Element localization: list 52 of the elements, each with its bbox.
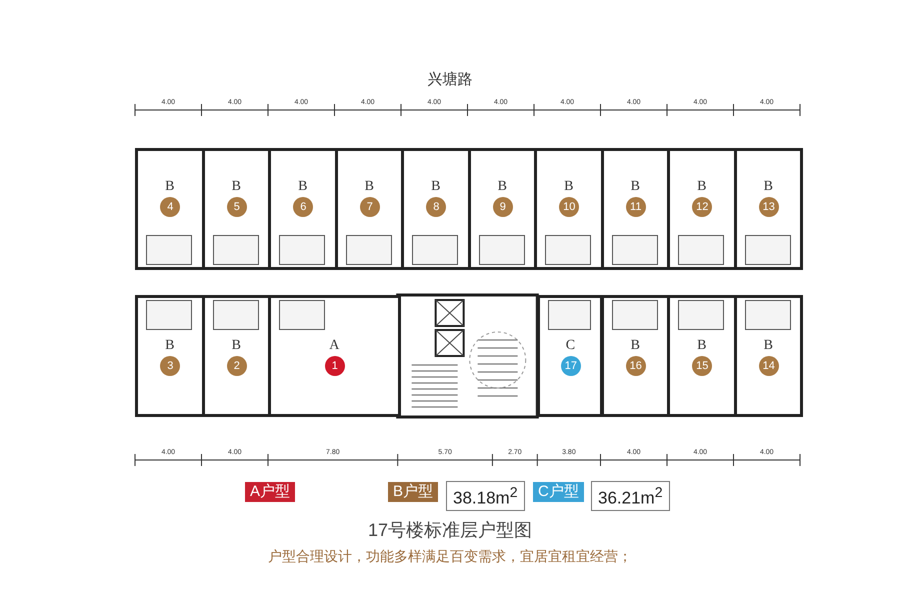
unit-type-tag: C户型 [533,482,584,502]
unit-type-letter: B [230,179,242,195]
unit-number-badge: 17 [560,356,581,376]
slogan-text: 户型合理设计，功能多样满足百变需求，宜居宜租宜经营； [268,548,632,566]
unit-number-badge: 10 [559,197,580,217]
unit-type-letter: B [164,179,176,195]
apartment-unit [667,148,736,270]
unit-number-badge: 13 [758,197,779,217]
apartment-unit [534,148,604,270]
unit-number-badge: 6 [293,197,314,217]
unit-type-letter: B [364,179,375,195]
unit-number-badge: 16 [626,356,646,376]
unit-type-letter: B [496,179,508,195]
unit-type-letter: B [696,179,708,195]
unit-type-tag: B户型 [388,482,438,502]
unit-number-badge: 11 [626,197,646,217]
unit-type-letter: B [164,338,176,354]
unit-number-badge: 15 [692,356,712,376]
unit-number-badge: 12 [692,197,712,217]
unit-type-letter: B [696,338,708,354]
unit-type-letter: B [630,338,641,354]
unit-number-badge: 7 [360,197,380,217]
apartment-unit [667,295,736,417]
area-value: 36.21m$^{2}$ [591,481,670,511]
apartment-unit [268,148,338,270]
unit-type-letter: C [564,338,576,354]
apartment-unit [135,148,204,270]
unit-type-letter: A [328,338,340,354]
unit-type-letter: B [230,338,242,354]
unit-type-letter: B [630,179,641,195]
unit-type-letter: B [563,179,574,195]
unit-number-badge: 14 [758,356,779,376]
unit-number-badge: 9 [492,197,513,217]
unit-type-letter: B [430,179,442,195]
unit-number-badge: 5 [226,197,247,217]
apartment-unit [268,295,401,417]
plan-caption: 17号楼标准层户型图 [368,519,532,542]
unit-number-badge: 2 [226,356,247,376]
apartment-unit [600,295,670,417]
apartment-unit [401,148,470,270]
unit-number-badge: 8 [426,197,446,217]
unit-number-badge: 4 [160,197,180,217]
apartment-unit [135,295,204,417]
unit-type-letter: B [762,179,774,195]
unit-number-badge: 3 [160,356,180,376]
apartment-unit [537,295,604,417]
area-value: 38.18m$^{2}$ [446,481,525,511]
unit-type-tag: A户型 [245,482,296,502]
road-name: 兴塘路 [428,70,472,89]
unit-number-badge: 1 [324,356,345,376]
unit-type-letter: B [297,179,308,195]
unit-type-letter: B [762,338,774,354]
